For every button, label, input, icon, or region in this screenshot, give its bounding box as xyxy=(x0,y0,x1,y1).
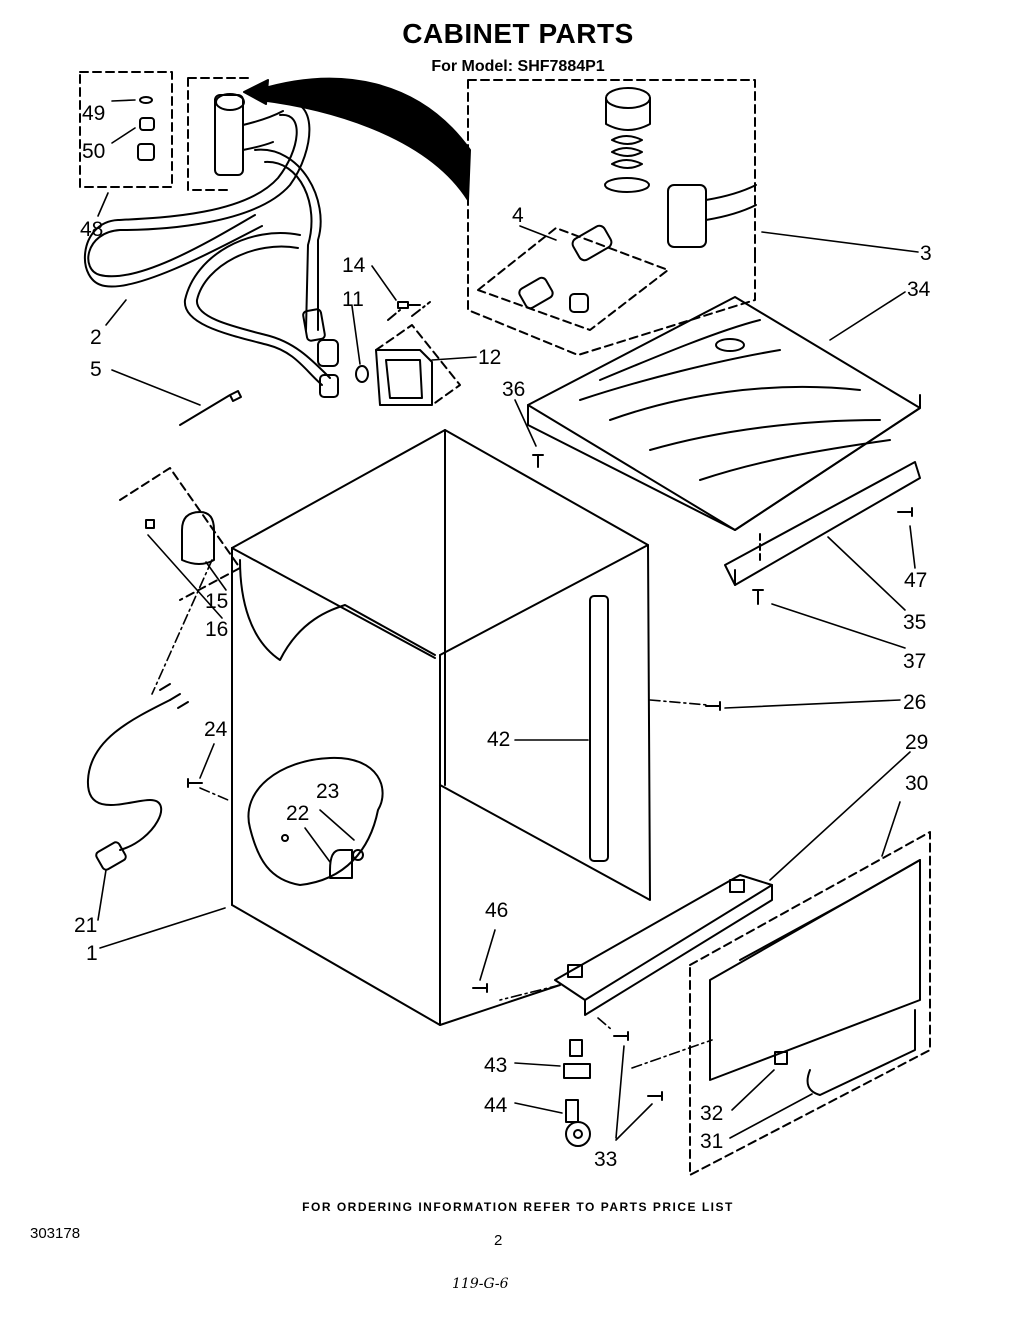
callout-label: 31 xyxy=(700,1130,723,1153)
callout-label: 30 xyxy=(905,772,928,795)
cabinet-body-1 xyxy=(231,429,651,1026)
screw-47 xyxy=(897,507,913,517)
callout-label: 49 xyxy=(82,102,105,125)
callout-label: 5 xyxy=(90,358,102,381)
callout-label: 3 xyxy=(920,242,932,265)
callout-label: 36 xyxy=(502,378,525,401)
ordering-info-footer: FOR ORDERING INFORMATION REFER TO PARTS … xyxy=(302,1200,734,1214)
screw-37 xyxy=(752,589,764,605)
callout-label: 22 xyxy=(286,802,309,825)
callout-label: 34 xyxy=(907,278,931,301)
callout-label: 1 xyxy=(86,942,98,965)
screw-24 xyxy=(187,778,203,788)
model-subtitle: For Model: SHF7884P1 xyxy=(431,58,605,75)
callout-label: 44 xyxy=(484,1094,508,1117)
part-12-bracket xyxy=(375,324,461,406)
inlet-hose-assembly xyxy=(83,100,339,398)
callout-label: 14 xyxy=(342,254,366,277)
pump-assembly xyxy=(604,87,757,248)
power-cord-21 xyxy=(86,683,189,871)
callout-label: 43 xyxy=(484,1054,507,1077)
callout-label: 2 xyxy=(90,326,102,349)
pump-detail-box xyxy=(467,79,756,356)
cable-tie-5 xyxy=(179,390,242,426)
callout-label: 50 xyxy=(82,140,105,163)
base-bracket-29 xyxy=(554,874,773,1016)
page-number: 2 xyxy=(494,1232,503,1249)
rear-panel-30 xyxy=(689,831,931,1176)
callout-label: 24 xyxy=(204,718,228,741)
callout-label: 46 xyxy=(485,899,508,922)
connection-arrow xyxy=(257,77,471,201)
valve-washer-parts xyxy=(137,96,155,161)
pump-part-4 xyxy=(477,224,669,331)
handwritten-note: 119-G-6 xyxy=(452,1276,509,1292)
valve-detail-box xyxy=(79,71,173,188)
callout-label: 37 xyxy=(903,650,926,673)
callout-label: 26 xyxy=(903,691,926,714)
page-title: CABINET PARTS xyxy=(402,18,634,49)
leader-lines xyxy=(97,99,919,1141)
front-rail-35 xyxy=(724,461,921,586)
water-valve-box xyxy=(187,77,253,191)
callout-label: 15 xyxy=(205,590,228,613)
callout-label: 21 xyxy=(74,914,97,937)
callout-label: 23 xyxy=(316,780,339,803)
assembly-line xyxy=(387,301,431,321)
water-valve xyxy=(214,93,284,176)
callout-label: 4 xyxy=(512,204,524,227)
caster-44 xyxy=(565,1099,591,1147)
callout-label: 12 xyxy=(478,346,501,369)
callout-label: 47 xyxy=(904,569,927,592)
callout-label: 11 xyxy=(342,288,364,311)
screw-14 xyxy=(397,301,421,309)
callout-label: 42 xyxy=(487,728,510,751)
callout-label: 32 xyxy=(700,1102,723,1125)
callout-label: 48 xyxy=(80,218,103,241)
screw-36 xyxy=(532,454,544,468)
clip-22-23 xyxy=(281,834,364,879)
callout-label: 29 xyxy=(905,731,928,754)
leveling-foot-43 xyxy=(563,1039,591,1079)
callout-label: 16 xyxy=(205,618,228,641)
screw-46 xyxy=(472,983,488,993)
washer-11 xyxy=(355,365,369,383)
top-panel-34 xyxy=(527,296,921,531)
callout-label: 33 xyxy=(594,1148,617,1171)
callout-label: 35 xyxy=(903,611,926,634)
document-number: 303178 xyxy=(30,1225,81,1242)
screw-26 xyxy=(705,701,721,711)
screws-33 xyxy=(613,1031,663,1101)
callout-labels: 49 50 48 2 14 11 12 5 4 3 34 36 15 16 24… xyxy=(74,102,932,1171)
part-15-16 xyxy=(119,467,241,601)
